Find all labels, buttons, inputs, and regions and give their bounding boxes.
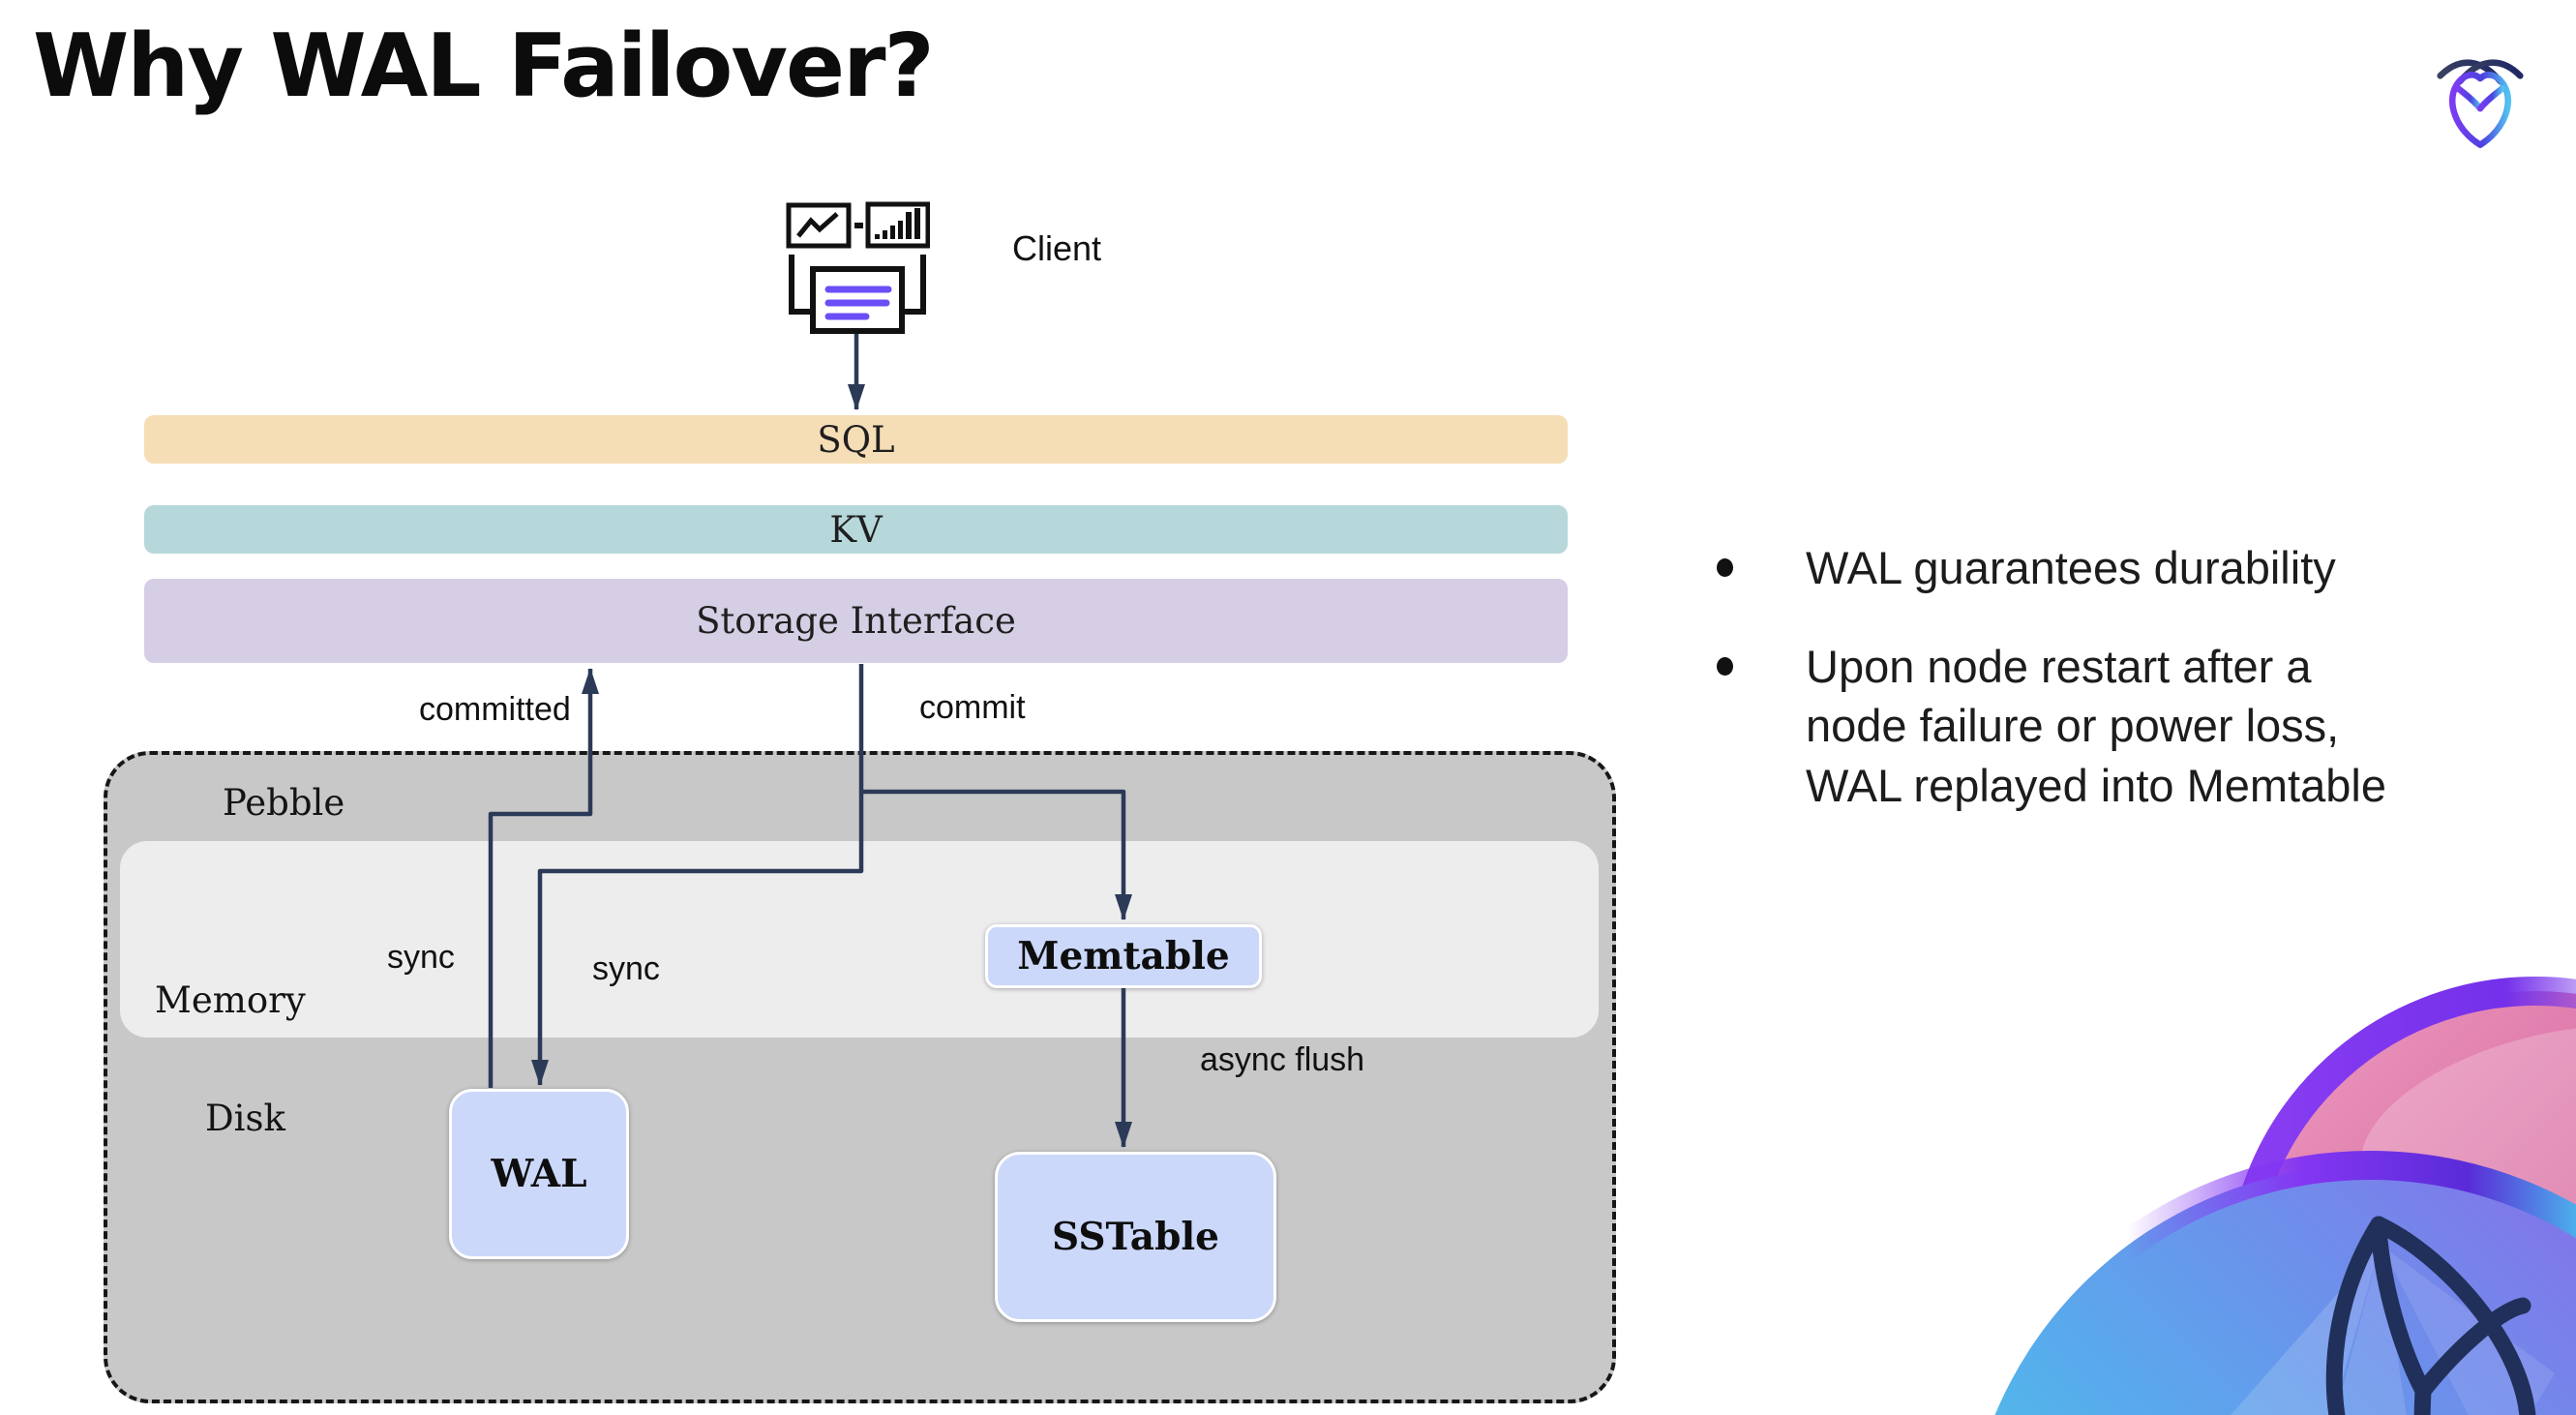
memory-band — [120, 841, 1599, 1038]
edge-label-commit: commit — [919, 689, 1026, 726]
node-sstable: SSTable — [995, 1152, 1276, 1322]
corner-art — [1993, 967, 2576, 1415]
memory-label: Memory — [155, 979, 306, 1021]
layer-sql: SQL — [144, 415, 1568, 464]
cockroachdb-logo-icon — [2437, 59, 2524, 148]
node-memtable: Memtable — [985, 924, 1262, 988]
pebble-label: Pebble — [223, 782, 345, 824]
bullet-list: WAL guarantees durability Upon node rest… — [1709, 538, 2541, 815]
layer-kv-label: KV — [829, 508, 883, 551]
layer-storage-interface: Storage Interface — [144, 579, 1568, 663]
node-wal-label: WAL — [491, 1152, 587, 1196]
edge-label-async-flush: async flush — [1200, 1041, 1365, 1078]
layer-kv: KV — [144, 505, 1568, 554]
node-memtable-label: Memtable — [1017, 934, 1230, 978]
layer-storage-interface-label: Storage Interface — [696, 600, 1016, 642]
node-sstable-label: SSTable — [1052, 1215, 1219, 1259]
page-title: Why WAL Failover? — [33, 15, 935, 117]
node-wal: WAL — [449, 1089, 629, 1259]
edge-label-committed: committed — [419, 691, 571, 728]
edge-label-sync-wal: sync — [387, 939, 455, 976]
bullet-item: WAL guarantees durability — [1709, 538, 2425, 598]
client-label: Client — [1012, 228, 1102, 268]
disk-label: Disk — [205, 1098, 285, 1139]
edge-label-sync-commit: sync — [592, 950, 660, 987]
layer-sql-label: SQL — [817, 418, 895, 461]
client-icon — [786, 201, 930, 334]
bullet-item: Upon node restart after a node failure o… — [1709, 637, 2425, 816]
